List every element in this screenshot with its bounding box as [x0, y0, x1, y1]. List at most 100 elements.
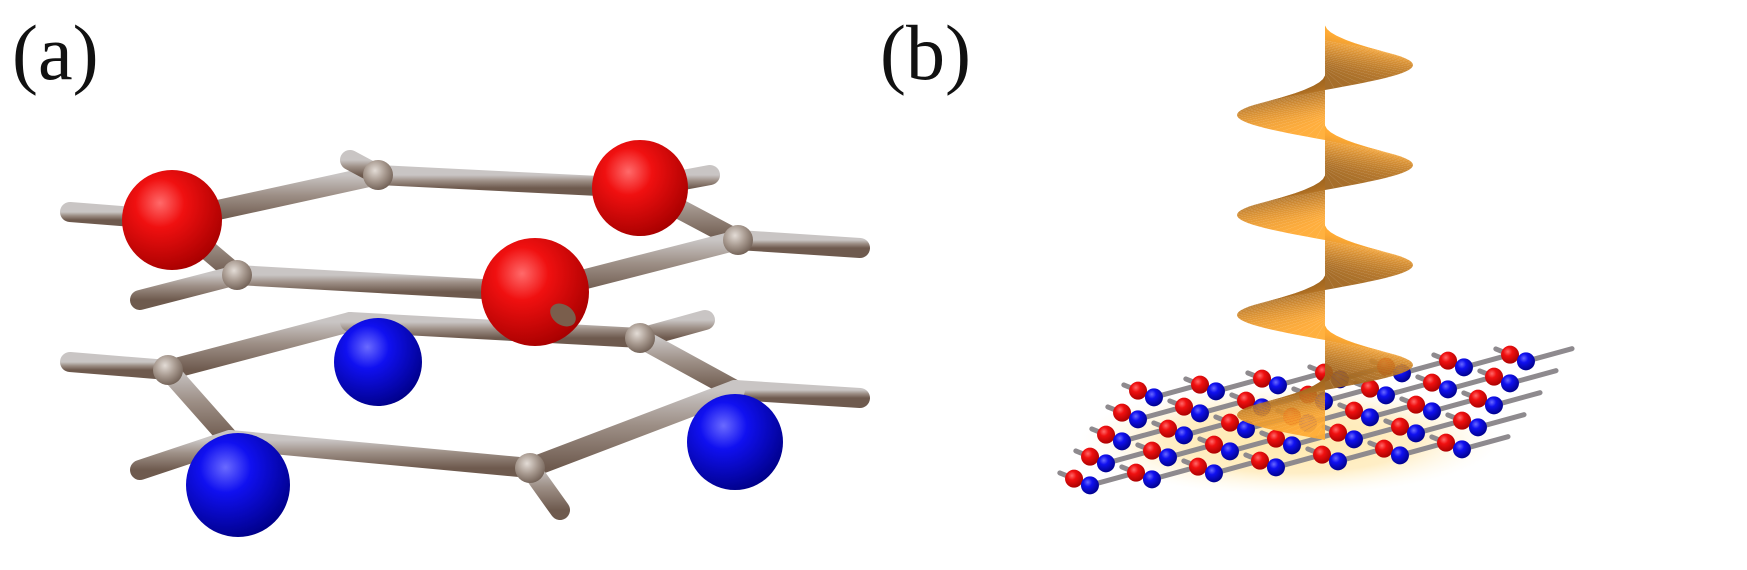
lattice-atom-blue [1206, 382, 1225, 401]
lattice-atom-red [1267, 429, 1286, 448]
lattice-atom-red [1127, 463, 1146, 482]
lattice-atom-blue [1142, 470, 1161, 489]
helix-ribbon-segment [1297, 419, 1325, 437]
helix-ribbon-segment [1325, 139, 1402, 157]
helix-ribbon-segment [1237, 400, 1325, 419]
helix-ribbon-segment [1241, 104, 1325, 122]
helix-ribbon-segment [1325, 240, 1406, 259]
lattice-atom-red [1453, 411, 1472, 430]
helix-ribbon-segment [1325, 59, 1397, 77]
helix-ribbon-segment [1259, 210, 1325, 229]
helix-ribbon-segment [1306, 320, 1325, 339]
helix-ribbon-segment [1325, 55, 1406, 74]
helix-ribbon-segment [1241, 292, 1325, 310]
lattice-atom-blue [1144, 388, 1163, 407]
honeycomb-lattice [1057, 345, 1575, 495]
helix-ribbon-segment [1237, 200, 1325, 219]
lattice-atom-red [1253, 369, 1272, 388]
lattice-atom-red [1189, 457, 1208, 476]
helix-ribbon-segment [1237, 299, 1325, 317]
lattice-atom-red [1143, 441, 1162, 460]
helix-ribbon-segment [1325, 150, 1413, 169]
lattice-atom-blue [1328, 452, 1347, 471]
helix-ribbon-segment [1325, 39, 1402, 57]
bond-stub-end [550, 303, 576, 327]
helix-ribbon-segment [1325, 357, 1402, 375]
lattice-atom-red [1221, 413, 1240, 432]
helix-ribbon-segment [1237, 100, 1325, 119]
helix-ribbon-segment [1237, 397, 1325, 415]
helix-ribbon-segment [1315, 322, 1325, 340]
lattice-atom-blue [1438, 380, 1457, 399]
lattice-atom-blue [1452, 440, 1471, 459]
lattice-atom-blue [1376, 386, 1395, 405]
panel-b-lattice-helix [1057, 24, 1575, 495]
helix-ribbon-segment [1244, 390, 1325, 409]
helix-ribbon-segment [1325, 354, 1409, 372]
lattice-atom-red [1423, 373, 1442, 392]
helix-ribbon-segment [1325, 159, 1397, 177]
helix-ribbon-segment [1289, 317, 1325, 335]
helix-ribbon-segment [1244, 105, 1325, 124]
helix-ribbon-segment [1244, 405, 1325, 424]
helix-ribbon-segment [1248, 207, 1325, 225]
helix-ribbon-segment [1325, 362, 1384, 380]
helix-ribbon-segment [1325, 140, 1406, 159]
helix-ribbon-segment [1325, 37, 1397, 55]
helix-ribbon-segment [1238, 102, 1325, 120]
helix-ribbon-segment [1325, 260, 1391, 279]
lattice-atom-blue [1080, 476, 1099, 495]
helix-ribbon-segment [1325, 265, 1369, 284]
helix-ribbon-segment [1325, 237, 1397, 255]
lattice-atom-red [1439, 351, 1458, 370]
lattice-atom-blue [1190, 404, 1209, 423]
helix-ribbon-segment [1325, 242, 1409, 260]
helix-ribbon-segment [1325, 367, 1361, 385]
helix-ribbon-segment [1238, 394, 1325, 412]
helix-ribbon-segment [1325, 45, 1413, 64]
lattice-atom-blue [1174, 426, 1193, 445]
lattice-atom-blue [1422, 402, 1441, 421]
lattice-atom-red [1407, 395, 1426, 414]
helix-ribbon-segment [1315, 222, 1325, 240]
top-joint [222, 260, 252, 290]
bottom-atom-blue [186, 433, 290, 537]
helix-ribbon-segment [1325, 47, 1413, 65]
lattice-atom-blue [1220, 442, 1239, 461]
helix-ribbon-segment [1253, 109, 1325, 127]
helix-ribbon-segment [1325, 339, 1402, 357]
helix-ribbon-segment [1325, 355, 1406, 374]
helix-ribbon-segment [1325, 64, 1377, 82]
helix-ribbon-segment [1253, 287, 1325, 305]
helix-ribbon-segment [1281, 315, 1325, 334]
helix-ribbon-segment [1325, 149, 1413, 167]
top-atom-red [481, 238, 589, 346]
helix-ribbon-segment [1325, 147, 1413, 165]
helix-ribbon-segment [1325, 337, 1397, 355]
helix-ribbon-segment [1273, 314, 1325, 332]
helix-ribbon-segment [1244, 205, 1325, 224]
bottom-atom-blue [334, 318, 422, 406]
lattice-atom-red [1437, 433, 1456, 452]
helix-ribbon-segment [1315, 422, 1325, 440]
helix-ribbon-segment [1325, 369, 1353, 387]
lattice-atom-red [1313, 445, 1332, 464]
helix-ribbon-segment [1325, 137, 1397, 155]
helix-ribbon-segment [1297, 219, 1325, 237]
helix-ribbon-segment [1325, 262, 1384, 280]
lattice-atom-red [1081, 447, 1100, 466]
helix-ribbon-segment [1266, 112, 1325, 130]
lattice-atom-blue [1266, 458, 1285, 477]
helix-ribbon-segment [1238, 294, 1325, 312]
helix-ribbon-segment [1325, 252, 1412, 270]
helix-ribbon-segment [1281, 415, 1325, 434]
helix-ribbon-segment [1325, 350, 1413, 369]
helix-ribbon-segment [1273, 114, 1325, 132]
helix-ribbon-segment [1315, 122, 1325, 140]
helix-ribbon-segment [1237, 195, 1325, 214]
lattice-atom-blue [1390, 446, 1409, 465]
helix-ribbon-segment [1241, 392, 1325, 410]
helix-ribbon-segment [1241, 192, 1325, 210]
lattice-atom-red [1159, 419, 1178, 438]
lattice-atom-blue [1204, 464, 1223, 483]
